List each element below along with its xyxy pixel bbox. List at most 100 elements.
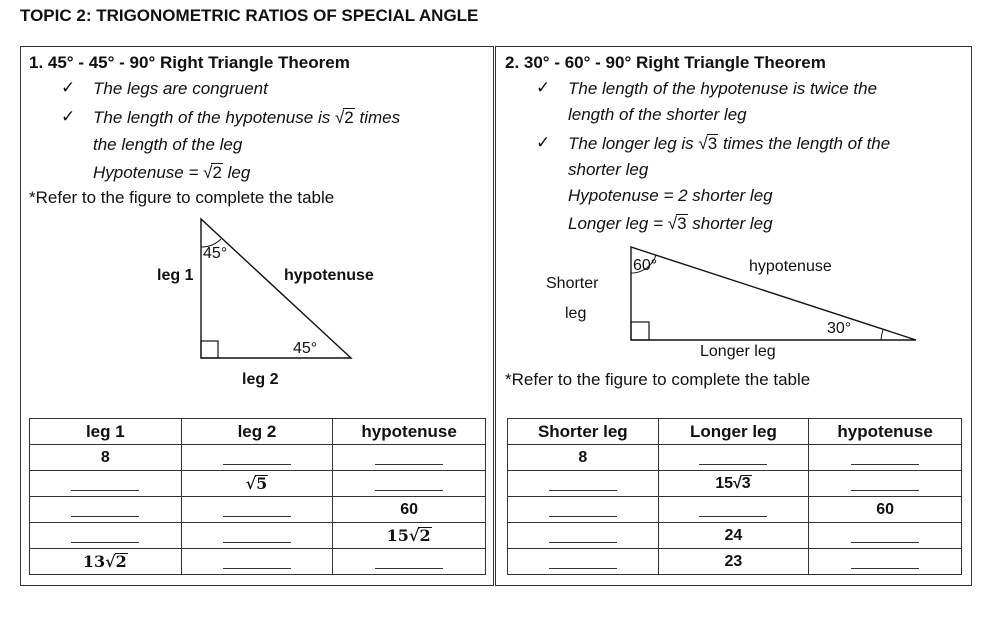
shorter-leg-label-line2: leg xyxy=(565,305,587,322)
topic-title: TOPIC 2: TRIGONOMETRIC RATIOS OF SPECIAL… xyxy=(20,6,479,25)
cell-value: √5 xyxy=(180,470,334,497)
table-row: √5 xyxy=(29,470,486,497)
check-icon: ✓ xyxy=(61,78,76,97)
cell-value: 13√2 xyxy=(29,548,182,575)
table-30-60-90: Shorter leg Longer leg hypotenuse 8 15√3… xyxy=(507,418,962,575)
col-header-hypotenuse: hypotenuse xyxy=(332,418,486,445)
bullet-hypotenuse-cont: the length of the leg xyxy=(93,135,243,154)
answer-blank[interactable] xyxy=(29,522,182,549)
answer-blank[interactable] xyxy=(657,496,810,523)
cell-value: 60 xyxy=(332,496,486,523)
triangle-shape xyxy=(630,246,917,341)
right-angle-marker xyxy=(200,340,219,359)
table-row: 8 xyxy=(507,444,962,471)
refer-note-right: *Refer to the figure to complete the tab… xyxy=(505,370,811,389)
answer-blank[interactable] xyxy=(332,548,486,575)
text: leg xyxy=(222,163,251,182)
bullet-longer-leg-cont: shorter leg xyxy=(568,160,649,179)
answer-blank[interactable] xyxy=(507,470,659,497)
cell-value: 60 xyxy=(808,496,962,523)
cell-value: 15√2 xyxy=(332,522,486,549)
right-angle-marker xyxy=(630,321,650,341)
angle-bottom-label: 45° xyxy=(293,340,318,357)
table-header-row: Shorter leg Longer leg hypotenuse xyxy=(507,418,962,445)
cell-value: 15√3 xyxy=(657,470,810,497)
answer-blank[interactable] xyxy=(180,548,334,575)
answer-blank[interactable] xyxy=(180,496,334,523)
shorter-leg-label-line1: Shorter xyxy=(546,275,599,292)
table-row: 60 xyxy=(29,496,486,523)
angle-top-label: 60° xyxy=(633,257,658,274)
radicand: 3 xyxy=(740,474,752,492)
table-row: 8 xyxy=(29,444,486,471)
answer-blank[interactable] xyxy=(808,522,962,549)
text: The length of the hypotenuse is xyxy=(93,108,335,127)
radicand: 5 xyxy=(255,474,269,493)
cell-value: 8 xyxy=(507,444,659,471)
col-header-shorter-leg: Shorter leg xyxy=(507,418,659,445)
answer-blank[interactable] xyxy=(808,444,962,471)
radicand: 3 xyxy=(706,134,719,153)
formula-hypotenuse-2: Hypotenuse = 2 shorter leg xyxy=(568,186,773,205)
hypotenuse-label: hypotenuse xyxy=(749,258,832,275)
bullet-legs-congruent: The legs are congruent xyxy=(93,79,268,98)
heading-30-60-90: 2. 30° - 60° - 90° Right Triangle Theore… xyxy=(505,53,826,72)
check-icon: ✓ xyxy=(61,107,76,126)
heading-45-45-90: 1. 45° - 45° - 90° Right Triangle Theore… xyxy=(29,53,350,72)
panel-30-60-90: 2. 30° - 60° - 90° Right Triangle Theore… xyxy=(495,46,972,586)
table-row: 13√2 xyxy=(29,548,486,575)
radicand: 2 xyxy=(418,526,432,545)
answer-blank[interactable] xyxy=(332,470,486,497)
bullet-longer-leg-sqrt3: The longer leg is √3 times the length of… xyxy=(568,134,891,153)
angle-right-label: 30° xyxy=(827,320,852,337)
radicand: 2 xyxy=(343,108,355,127)
answer-blank[interactable] xyxy=(29,470,182,497)
leg1-label: leg 1 xyxy=(157,267,194,284)
answer-blank[interactable] xyxy=(180,444,334,471)
panel-45-45-90: 1. 45° - 45° - 90° Right Triangle Theore… xyxy=(20,46,494,586)
radicand: 3 xyxy=(676,214,688,233)
answer-blank[interactable] xyxy=(657,444,810,471)
longer-leg-label: Longer leg xyxy=(700,343,776,360)
table-header-row: leg 1 leg 2 hypotenuse xyxy=(29,418,486,445)
coefficient: 13 xyxy=(82,552,106,571)
text: Longer leg = xyxy=(568,214,668,233)
col-header-hypotenuse: hypotenuse xyxy=(808,418,962,445)
text: times xyxy=(354,108,401,127)
hypotenuse-label: hypotenuse xyxy=(284,267,374,284)
answer-blank[interactable] xyxy=(507,548,659,575)
col-header-leg2: leg 2 xyxy=(180,418,334,445)
coefficient: 15 xyxy=(386,526,409,545)
leg2-label: leg 2 xyxy=(242,371,279,388)
bullet-hypotenuse-twice: The length of the hypotenuse is twice th… xyxy=(568,79,878,98)
answer-blank[interactable] xyxy=(808,548,962,575)
triangle-30-60-90 xyxy=(630,246,917,341)
answer-blank[interactable] xyxy=(29,496,182,523)
text: shorter leg xyxy=(687,214,773,233)
bullet-hypotenuse-sqrt2: The length of the hypotenuse is √2 times xyxy=(93,108,401,127)
formula-hypotenuse: Hypotenuse = √2 leg xyxy=(93,163,251,182)
formula-longer-leg: Longer leg = √3 shorter leg xyxy=(568,214,773,233)
table-row: 23 xyxy=(507,548,962,575)
answer-blank[interactable] xyxy=(507,496,659,523)
text: times the length of the xyxy=(718,134,891,153)
answer-blank[interactable] xyxy=(507,522,659,549)
bullet-hypotenuse-twice-cont: length of the shorter leg xyxy=(568,105,747,124)
table-row: 15√2 xyxy=(29,522,486,549)
answer-blank[interactable] xyxy=(332,444,486,471)
answer-blank[interactable] xyxy=(808,470,962,497)
table-45-45-90: leg 1 leg 2 hypotenuse 8 √5 60 15√2 13√2 xyxy=(29,418,486,575)
text: Hypotenuse = xyxy=(93,163,204,182)
table-row: 24 xyxy=(507,522,962,549)
coefficient: 15 xyxy=(715,474,733,492)
cell-value: 23 xyxy=(657,548,810,575)
answer-blank[interactable] xyxy=(180,522,334,549)
radicand: 2 xyxy=(114,552,128,571)
table-row: 15√3 xyxy=(507,470,962,497)
angle-arc xyxy=(880,329,884,341)
check-icon: ✓ xyxy=(536,133,551,152)
radicand: 2 xyxy=(211,163,223,182)
refer-note-left: *Refer to the figure to complete the tab… xyxy=(29,188,335,207)
cell-value: 24 xyxy=(657,522,810,549)
triangle-shape xyxy=(200,217,353,359)
